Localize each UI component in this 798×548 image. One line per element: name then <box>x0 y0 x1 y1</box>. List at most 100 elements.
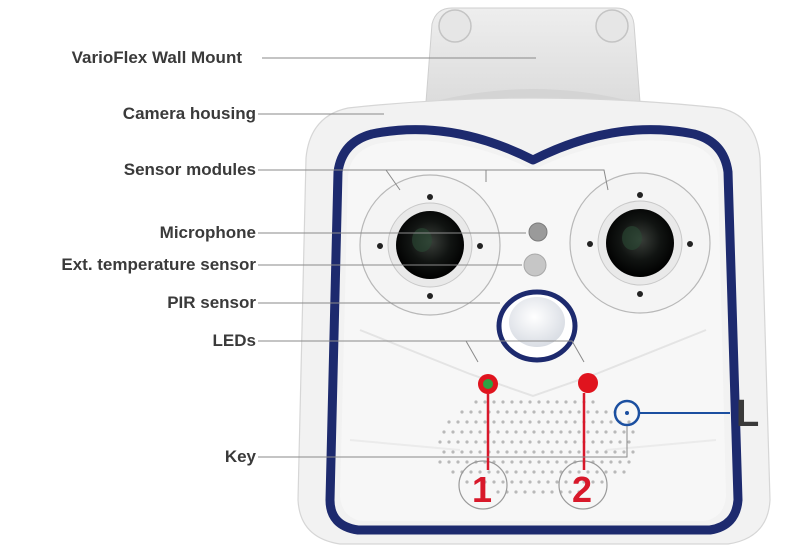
grille-dot <box>438 460 442 464</box>
grille-dot <box>564 440 568 444</box>
grille-dot <box>555 400 559 404</box>
grille-dot <box>501 420 505 424</box>
grille-dot <box>631 450 635 454</box>
grille-dot <box>510 480 514 484</box>
grille-dot <box>532 490 536 494</box>
grille-dot <box>541 410 545 414</box>
leader-leds <box>258 340 585 363</box>
grille-dot <box>559 430 563 434</box>
grille-dot <box>496 470 500 474</box>
pir-sensor <box>496 289 578 363</box>
grille-dot <box>541 490 545 494</box>
grille-dot <box>505 450 509 454</box>
grille-dot <box>586 430 590 434</box>
grille-dot <box>465 460 469 464</box>
grille-dot <box>564 420 568 424</box>
grille-dot <box>465 440 469 444</box>
grille-dot <box>523 470 527 474</box>
grille-dot <box>483 400 487 404</box>
grille-dot <box>523 490 527 494</box>
grille-dot <box>586 410 590 414</box>
grille-dot <box>573 420 577 424</box>
housing-gasket <box>325 125 743 535</box>
grille-dot <box>577 490 581 494</box>
grille-dot <box>559 450 563 454</box>
grille-dot <box>474 440 478 444</box>
grille-dot <box>492 440 496 444</box>
grille-dot <box>609 460 613 464</box>
grille-dot <box>622 470 626 474</box>
grille-dot <box>496 490 500 494</box>
grille-dot <box>618 440 622 444</box>
leader-key <box>258 426 628 458</box>
grille-dot <box>595 410 599 414</box>
grille-dot <box>541 470 545 474</box>
grille-dot <box>537 420 541 424</box>
callout-circle-1 <box>458 460 508 510</box>
grille-dot <box>541 450 545 454</box>
grille-dot <box>604 410 608 414</box>
grille-dot <box>627 460 631 464</box>
label-sensor-modules: Sensor modules <box>123 160 256 179</box>
grille-dot <box>465 480 469 484</box>
leader-sensor-modules <box>258 169 609 191</box>
grille-dot <box>523 450 527 454</box>
grille-dot <box>460 430 464 434</box>
grille-dot <box>627 440 631 444</box>
l-marker-label: L <box>736 393 760 435</box>
grille-dot <box>555 420 559 424</box>
grille-dot <box>577 430 581 434</box>
grille-dot <box>510 400 514 404</box>
grille-dot <box>492 480 496 484</box>
grille-dot <box>442 450 446 454</box>
grille-dot <box>613 450 617 454</box>
grille-dot <box>586 450 590 454</box>
grille-dot <box>501 440 505 444</box>
grille-dot <box>622 430 626 434</box>
grille-dot <box>519 440 523 444</box>
grille-dot <box>595 450 599 454</box>
grille-dot <box>609 420 613 424</box>
grille-dot <box>474 480 478 484</box>
grille-dot <box>514 450 518 454</box>
grille-dot <box>546 400 550 404</box>
grille-dot <box>577 450 581 454</box>
grille-dot <box>568 410 572 414</box>
grille-dot <box>600 480 604 484</box>
label-wall-mount: VarioFlex Wall Mount <box>71 48 242 67</box>
grille-dot <box>496 430 500 434</box>
grille-dot <box>550 470 554 474</box>
grille-dot <box>600 440 604 444</box>
grille-dot <box>510 460 514 464</box>
grille-dot <box>514 470 518 474</box>
grille-dot <box>528 460 532 464</box>
grille-dot <box>492 400 496 404</box>
callout-number-1: 1 <box>472 469 493 510</box>
grille-dot <box>456 420 460 424</box>
grille-dot <box>568 430 572 434</box>
label-key: Key <box>224 447 256 466</box>
microphone-icon <box>528 222 548 242</box>
grille-dot <box>550 430 554 434</box>
grille-dot <box>537 400 541 404</box>
grille-dot <box>591 480 595 484</box>
callout-number-2: 2 <box>572 469 593 510</box>
grille-dot <box>447 440 451 444</box>
grille-dot <box>613 470 617 474</box>
grille-dot <box>546 460 550 464</box>
grille-dot <box>456 460 460 464</box>
grille-dot <box>582 480 586 484</box>
grille-dot <box>501 400 505 404</box>
grille-dot <box>555 460 559 464</box>
grille-dot <box>510 420 514 424</box>
grille-dot <box>469 430 473 434</box>
grille-dot <box>591 400 595 404</box>
grille-dot <box>568 490 572 494</box>
mount-screw-left-icon <box>438 9 472 43</box>
grille-dot <box>555 440 559 444</box>
grille-dot <box>483 480 487 484</box>
grille-dot <box>483 440 487 444</box>
label-microphone: Microphone <box>159 223 256 242</box>
grille-dot <box>478 430 482 434</box>
